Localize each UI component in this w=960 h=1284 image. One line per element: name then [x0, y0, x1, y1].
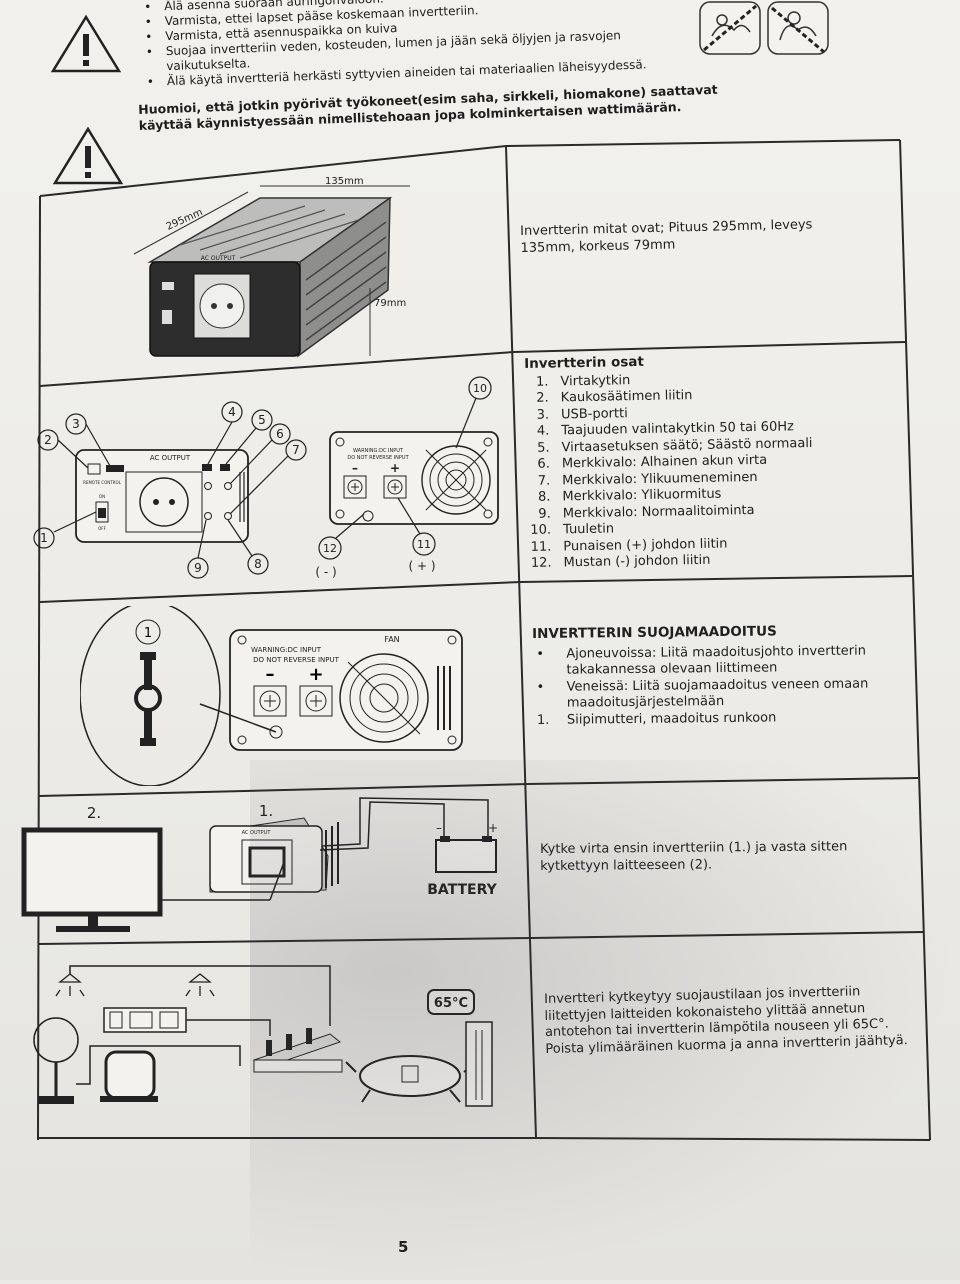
- svg-text:+: +: [488, 821, 498, 835]
- svg-text:1: 1: [40, 531, 48, 545]
- width-dimension: 135mm: [325, 176, 364, 187]
- rear-warning-2: DO NOT REVERSE INPUT: [347, 455, 409, 461]
- svg-text:8: 8: [254, 557, 262, 571]
- off-label: OFF: [98, 526, 106, 531]
- parts-list: 1.Virtakytkin 2.Kaukosäätimen liitin 3.U…: [524, 368, 887, 572]
- rear-warning-1: WARNING:DC INPUT: [353, 448, 404, 454]
- warning-triangle-icon: [52, 126, 124, 185]
- overload-protection-illustration: 65°C: [33, 965, 493, 1107]
- temperature-label: 65°C: [434, 996, 468, 1011]
- svg-text:1: 1: [144, 626, 152, 641]
- protection-description: Invertteri kytkeytyy suojaustilaan jos i…: [544, 984, 908, 1057]
- connection-description: Kytke virta ensin invertteriin (1.) ja v…: [540, 839, 848, 874]
- svg-text:–: –: [436, 821, 442, 835]
- prohibited-pictograms: [699, 1, 829, 55]
- socket-label: AC OUTPUT: [201, 255, 236, 262]
- height-dimension: 79mm: [374, 298, 406, 309]
- svg-text:11: 11: [417, 538, 431, 551]
- svg-text:10: 10: [473, 382, 487, 395]
- minus-label: ( - ): [315, 565, 336, 579]
- svg-text:7: 7: [292, 443, 300, 457]
- svg-text:6: 6: [276, 427, 284, 441]
- svg-text:12: 12: [323, 542, 337, 555]
- warning-triangle-icon: [50, 14, 122, 73]
- svg-text:2: 2: [44, 433, 52, 447]
- battery-label: BATTERY: [427, 882, 497, 898]
- connection-text: Kytke virta ensin invertteriin (1.) ja v…: [540, 839, 910, 875]
- ground-warning-1: WARNING:DC INPUT: [251, 646, 322, 654]
- list-item: •Veneissä: Liitä suojamaadoitus veneen o…: [536, 675, 869, 711]
- tv-number-label: 2.: [87, 804, 101, 822]
- remote-label: REMOTE CONTROL: [83, 480, 121, 485]
- svg-text:4: 4: [228, 405, 236, 419]
- inverter-number-label: 1.: [259, 802, 273, 820]
- protection-text: Invertteri kytkeytyy suojaustilaan jos i…: [544, 983, 914, 1058]
- on-label: ON: [99, 494, 105, 499]
- svg-text:5: 5: [258, 413, 266, 427]
- grounding-illustration: 1 WARNING:DC INPUT DO NOT REVERSE INPUT …: [80, 606, 463, 786]
- dimensions-description: Invertterin mitat ovat; Pituus 295mm, le…: [520, 217, 813, 256]
- plus-label: ( + ): [408, 559, 435, 573]
- front-panel-label: AC OUTPUT: [150, 454, 191, 462]
- svg-text:+: +: [308, 664, 323, 685]
- ground-warning-2: DO NOT REVERSE INPUT: [253, 656, 339, 664]
- svg-text:9: 9: [194, 561, 202, 575]
- inverter-socket-label: AC OUTPUT: [242, 830, 272, 836]
- parts-list-block: Invertterin osat 1.Virtakytkin 2.Kaukosä…: [524, 350, 888, 573]
- page-number: 5: [398, 1238, 409, 1256]
- svg-text:+: +: [390, 461, 400, 475]
- list-item: •Ajoneuvoissa: Liitä maadoitusjohto inve…: [536, 643, 867, 678]
- svg-text:–: –: [352, 461, 358, 475]
- connection-order-illustration: 2. 1. AC OUTPUT – + BATTERY: [21, 797, 498, 932]
- grounding-block: INVERTTERIN SUOJAMAADOITUS •Ajoneuvoissa…: [532, 622, 913, 729]
- svg-text:–: –: [266, 664, 275, 685]
- fan-label: FAN: [384, 635, 399, 644]
- grounding-title: INVERTTERIN SUOJAMAADOITUS: [532, 623, 777, 642]
- inverter-parts-illustration: AC OUTPUT REMOTE CONTROL ON OFF 123 456: [33, 376, 499, 579]
- svg-text:3: 3: [72, 417, 80, 431]
- inverter-dimensions-illustration: AC OUTPUT 135mm 295mm 79mm: [133, 176, 410, 358]
- length-dimension: 295mm: [165, 207, 205, 233]
- grounding-list: •Ajoneuvoissa: Liitä maadoitusjohto inve…: [532, 643, 913, 729]
